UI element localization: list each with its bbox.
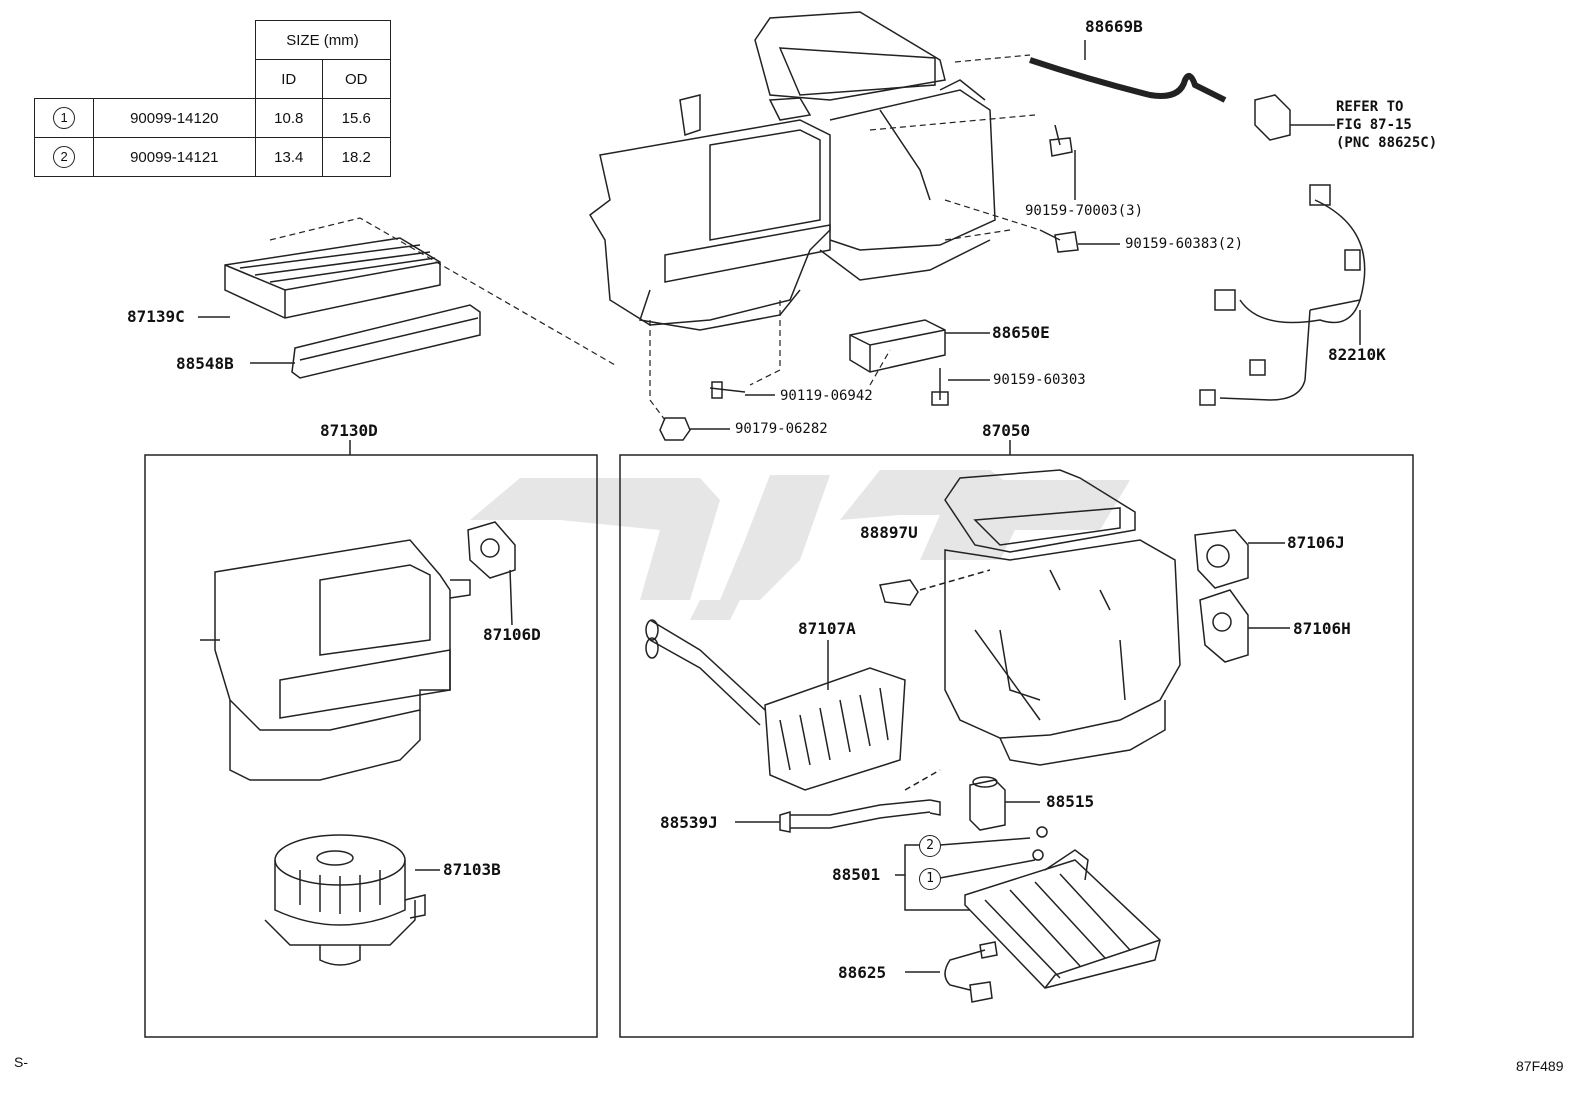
row-id: 13.4 [254, 137, 323, 177]
bolt-90119-06942 [709, 381, 746, 399]
footer-left: S- [14, 1054, 28, 1070]
group-box-87130d [144, 454, 598, 1038]
label-88501: 88501 [832, 865, 881, 884]
label-88669b: 88669B [1085, 17, 1143, 36]
nut-90179-06282 [659, 417, 691, 441]
blower-case [200, 539, 471, 781]
label-90159-60303: 90159-60303 [993, 372, 1086, 388]
label-88548b: 88548B [176, 354, 234, 373]
refer-line-3: (PNC 88625C) [1336, 135, 1438, 151]
label-82210k: 82210K [1328, 345, 1386, 364]
label-90119-06942: 90119-06942 [780, 388, 873, 404]
row-key: 1 [53, 107, 76, 129]
size-table: SIZE (mm) ID OD 1 90099-14120 10.8 15.6 … [33, 20, 391, 177]
refer-note: REFER TO FIG 87-15 (PNC 88625C) [1336, 98, 1437, 152]
callout-1: 1 [919, 868, 941, 890]
row-id: 10.8 [254, 98, 323, 138]
row-part: 90099-14121 [93, 137, 256, 177]
label-88650e: 88650E [992, 323, 1050, 342]
table-row: 2 90099-14121 13.4 18.2 [33, 137, 391, 177]
refer-line-2: FIG 87-15 [1336, 117, 1412, 133]
hvac-assembly-top [589, 11, 996, 331]
evaporator-88501 [964, 849, 1161, 989]
amplifier-88650e [849, 319, 946, 373]
label-88625: 88625 [838, 963, 887, 982]
pipe-88539j [779, 799, 941, 833]
dashed-leaders-top [269, 54, 1041, 421]
leader-88501-bracket [895, 826, 1048, 911]
label-87139c: 87139C [127, 307, 185, 326]
blower-motor-87103b [264, 834, 426, 966]
label-87106d: 87106D [483, 625, 541, 644]
callout-2: 2 [919, 835, 941, 857]
connector-88625c [1254, 94, 1291, 141]
label-88897u: 88897U [860, 523, 918, 542]
sensor-88897u [879, 579, 919, 606]
col-id: ID [254, 59, 323, 99]
servo-87106h [1199, 589, 1249, 663]
label-90179-06282: 90179-06282 [735, 421, 828, 437]
leader-87106d [509, 569, 513, 626]
valve-88515 [969, 776, 1006, 831]
label-88539j: 88539J [660, 813, 718, 832]
screw-90159-70003 [1049, 124, 1073, 157]
cover-88548b [291, 304, 481, 379]
leader-88539j-dashed [904, 769, 941, 791]
label-87106j: 87106J [1287, 533, 1345, 552]
sensor-88625 [944, 941, 998, 1003]
col-od: OD [322, 59, 391, 99]
filter-87139c [224, 237, 441, 319]
screw-90159-60383 [1039, 229, 1079, 253]
size-header: SIZE (mm) [254, 20, 391, 60]
leader-88897u-dashed [919, 569, 991, 591]
label-90159-60383: 90159-60383(2) [1125, 236, 1244, 252]
group-box-87050 [619, 454, 1414, 1038]
label-87050: 87050 [982, 421, 1031, 440]
harness-88669b [1029, 57, 1227, 103]
row-part: 90099-14120 [93, 98, 256, 138]
servo-87106j [1194, 529, 1249, 589]
harness-82210k [1199, 184, 1366, 406]
row-od: 15.6 [322, 98, 391, 138]
table-row: 1 90099-14120 10.8 15.6 [33, 98, 391, 138]
label-87130d: 87130D [320, 421, 378, 440]
label-90159-70003: 90159-70003(3) [1025, 203, 1144, 219]
footer-right: 87F489 [1516, 1058, 1564, 1074]
label-87107a: 87107A [798, 619, 856, 638]
label-88515: 88515 [1046, 792, 1095, 811]
label-87106h: 87106H [1293, 619, 1351, 638]
refer-line-1: REFER TO [1336, 99, 1404, 115]
row-key: 2 [53, 146, 76, 168]
hvac-case-87050 [944, 469, 1181, 766]
watermark-logo [470, 470, 1130, 620]
heater-core-87107a [645, 619, 906, 791]
row-od: 18.2 [322, 137, 391, 177]
screw-90159-60303 [931, 368, 949, 406]
servo-87106d [467, 521, 516, 579]
label-87103b: 87103B [443, 860, 501, 879]
